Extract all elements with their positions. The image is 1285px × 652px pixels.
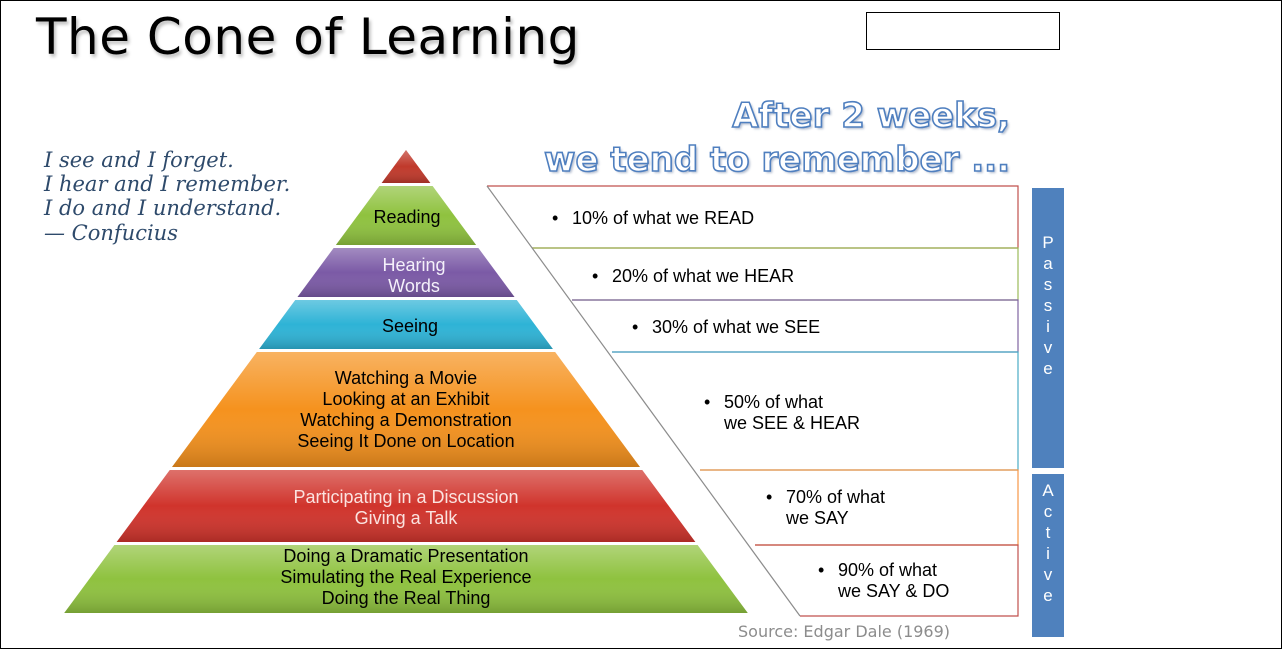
funnel-row-6 <box>755 544 1019 617</box>
active-letters-letter-4: v <box>1043 565 1053 584</box>
tier-participating-label: Participating in a Discussion Giving a T… <box>293 487 519 528</box>
passive-letters-letter-4: i <box>1046 317 1050 336</box>
tier-seeing-label: Seeing <box>381 316 439 336</box>
tier-watching-shading <box>171 352 641 467</box>
tier-doing-label: Doing a Dramatic Presentation Simulating… <box>280 546 532 608</box>
active-letters-letter-2: t <box>1045 523 1051 542</box>
quote-attribution: — Confucius <box>44 221 178 245</box>
active-letters-letter-5: e <box>1043 586 1053 605</box>
tier-watching-label: Watching a Movie Looking at an Exhibit W… <box>297 368 515 451</box>
percentage-hearing: •20% of what we HEAR <box>592 266 795 286</box>
tier-hearing-label: Hearing Words <box>382 255 446 296</box>
quote-line-1: I see and I forget. <box>44 148 234 172</box>
source-citation: Source: Edgar Dale (1969) <box>738 622 951 641</box>
tier-participating-shading <box>116 470 696 542</box>
slide-title: The Cone of Learning <box>36 8 580 66</box>
passive-letters-letter-0: P <box>1042 233 1054 252</box>
tier-reading-label: Reading <box>373 207 441 227</box>
heading-line-2: we tend to remember ... <box>543 139 1011 181</box>
empty-text-box <box>866 12 1060 50</box>
tier-reading-shading <box>335 186 477 245</box>
quote-line-2: I hear and I remember. <box>44 172 291 196</box>
passive-letters-letter-3: s <box>1043 296 1053 315</box>
active-letters-letter-0: A <box>1042 481 1054 500</box>
active-letters-letter-3: i <box>1046 544 1050 563</box>
funnel-slope <box>486 185 801 617</box>
tier-top-shading <box>381 150 431 183</box>
passive-letters-letter-1: a <box>1043 254 1053 273</box>
percentage-reading: •10% of what we READ <box>552 208 755 228</box>
tier-seeing-shading <box>259 300 553 349</box>
passive-letters-letter-2: s <box>1043 275 1053 294</box>
tier-hearing-shading <box>297 248 515 297</box>
passive-letters-letter-5: v <box>1043 338 1053 357</box>
tier-doing-shading <box>64 545 748 613</box>
percentage-seeing: •30% of what we SEE <box>632 317 821 337</box>
active-letters-letter-1: c <box>1043 502 1053 521</box>
passive-letters-letter-6: e <box>1043 359 1053 378</box>
heading-line-1: After 2 weeks, <box>731 95 1010 137</box>
quote-line-3: I do and I understand. <box>44 196 282 220</box>
